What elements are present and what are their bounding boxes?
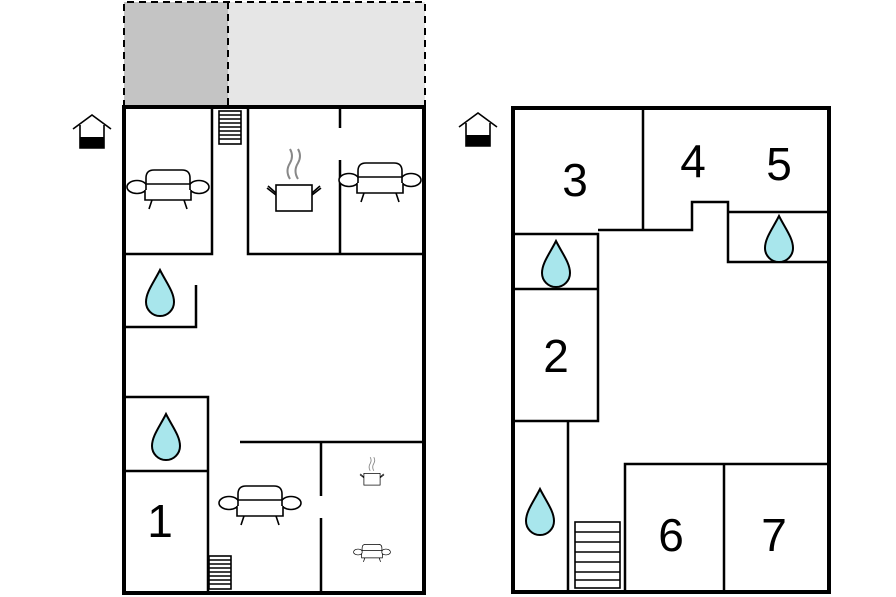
ground-floor-interior-walls xyxy=(124,107,424,593)
terrace-outline xyxy=(123,1,426,107)
water-drop-icon xyxy=(145,269,175,317)
upper-floor-interior-walls xyxy=(513,108,829,592)
ground-floor-outer-wall xyxy=(122,105,426,595)
entrance-icon xyxy=(458,112,498,147)
sofa-icon xyxy=(338,162,422,203)
ground-floor: 1 xyxy=(72,1,426,595)
room-number-3: 3 xyxy=(562,154,588,206)
room-number-5: 5 xyxy=(766,138,792,190)
room-number-2: 2 xyxy=(543,330,569,382)
entrance-icon xyxy=(72,114,112,149)
sofa-icon xyxy=(126,169,210,210)
cooking-pot-icon xyxy=(266,148,322,212)
upper-floor: 2 3 4 5 6 7 xyxy=(458,106,831,594)
cooking-pot-icon xyxy=(359,456,385,486)
upper-floor-outer-wall xyxy=(511,106,831,594)
stairs-icon xyxy=(574,521,621,589)
water-drop-icon xyxy=(151,413,181,461)
room-number-7: 7 xyxy=(761,509,787,561)
water-drop-icon xyxy=(764,215,794,263)
water-drop-icon xyxy=(541,240,571,288)
open-terrace xyxy=(228,2,425,107)
room-number-4: 4 xyxy=(680,135,706,187)
room-number-6: 6 xyxy=(658,509,684,561)
sofa-icon xyxy=(218,485,302,526)
stairs-icon xyxy=(218,110,242,145)
stairs-icon xyxy=(208,555,232,590)
water-drop-icon xyxy=(525,488,555,536)
room-number-1: 1 xyxy=(147,495,173,547)
covered-terrace xyxy=(124,2,228,107)
sofa-icon xyxy=(353,543,391,563)
